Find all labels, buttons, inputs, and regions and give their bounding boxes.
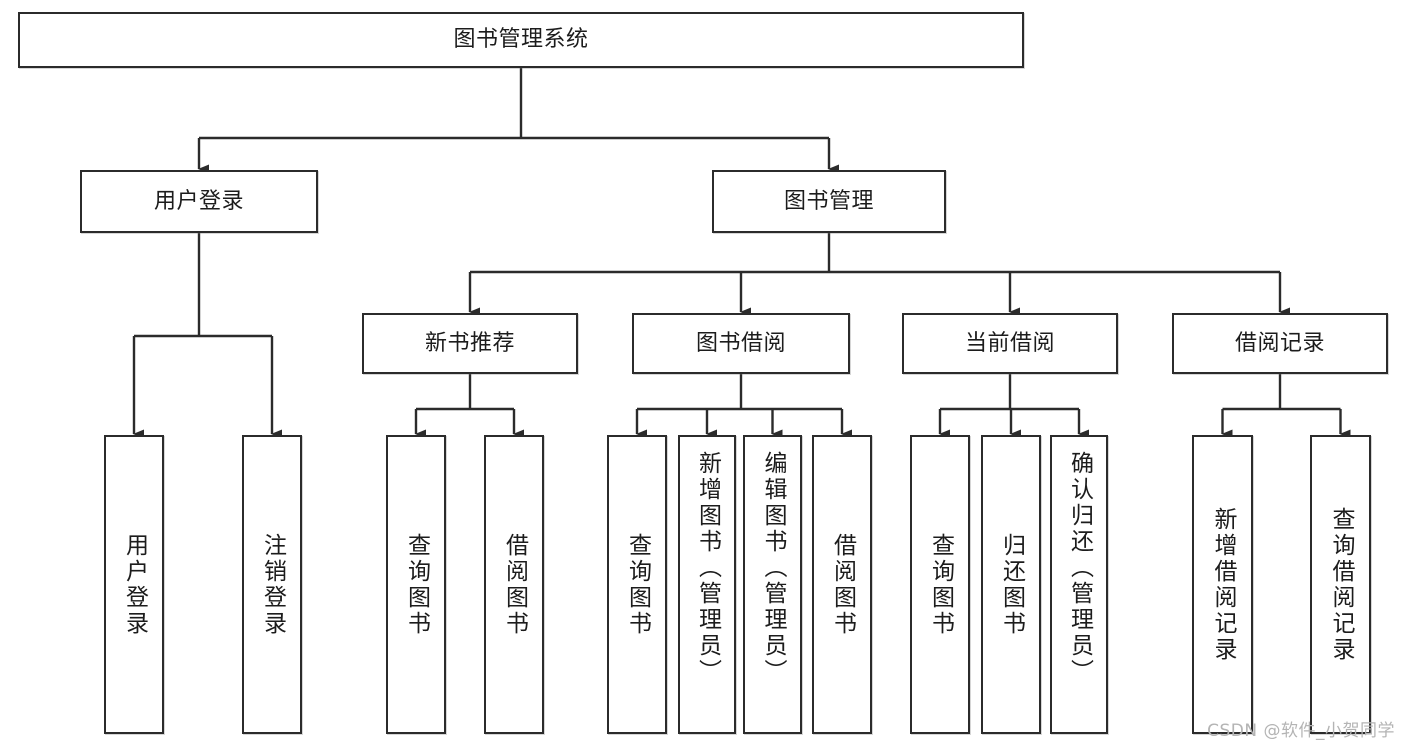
node-label: 新书推荐 — [424, 330, 515, 356]
node-leaf-return-book[interactable]: 归还图书 — [981, 435, 1041, 734]
node-label: 用户登录 — [121, 532, 148, 637]
node-leaf-add-book[interactable]: 新增图书（管理员） — [678, 435, 736, 734]
csdn-watermark: CSDN @软件_小贺同学 — [1207, 721, 1395, 741]
node-leaf-edit-book[interactable]: 编辑图书（管理员） — [743, 435, 802, 734]
node-leaf-query-book-3[interactable]: 查询图书 — [910, 435, 970, 734]
node-current[interactable]: 当前借阅 — [902, 313, 1118, 374]
node-label: 图书借阅 — [695, 330, 786, 356]
node-leaf-add-record[interactable]: 新增借阅记录 — [1192, 435, 1253, 734]
node-leaf-borrow-book-1[interactable]: 借阅图书 — [484, 435, 544, 734]
node-label: 查询图书 — [927, 532, 954, 637]
node-label: 借阅记录 — [1234, 330, 1325, 356]
node-leaf-borrow-book-2[interactable]: 借阅图书 — [812, 435, 872, 734]
node-leaf-query-book-1[interactable]: 查询图书 — [386, 435, 446, 734]
node-leaf-query-record[interactable]: 查询借阅记录 — [1310, 435, 1371, 734]
node-label: 归还图书 — [998, 532, 1025, 637]
node-label: 借阅图书 — [829, 532, 856, 637]
node-label: 当前借阅 — [964, 330, 1055, 356]
node-root[interactable]: 图书管理系统 — [18, 12, 1024, 68]
node-label: 图书管理系统 — [453, 27, 589, 53]
node-leaf-confirm-return[interactable]: 确认归还（管理员） — [1050, 435, 1108, 734]
node-label: 新增图书（管理员） — [694, 451, 721, 685]
node-records[interactable]: 借阅记录 — [1172, 313, 1388, 374]
node-newbook[interactable]: 新书推荐 — [362, 313, 578, 374]
node-label: 新增借阅记录 — [1210, 506, 1236, 663]
node-bookmgmt[interactable]: 图书管理 — [712, 170, 946, 233]
node-leaf-user-logout[interactable]: 注销登录 — [242, 435, 302, 734]
node-label: 查询借阅记录 — [1328, 506, 1354, 663]
node-label: 借阅图书 — [501, 532, 528, 637]
node-label: 图书管理 — [783, 188, 874, 214]
node-label: 确认归还（管理员） — [1066, 451, 1093, 685]
node-borrow[interactable]: 图书借阅 — [632, 313, 850, 374]
node-label: 编辑图书（管理员） — [760, 451, 786, 685]
node-label: 查询图书 — [403, 532, 430, 637]
node-login[interactable]: 用户登录 — [80, 170, 318, 233]
node-label: 用户登录 — [153, 188, 244, 214]
node-label: 查询图书 — [624, 532, 651, 637]
node-leaf-user-login[interactable]: 用户登录 — [104, 435, 164, 734]
node-label: 注销登录 — [259, 532, 286, 637]
node-leaf-query-book-2[interactable]: 查询图书 — [607, 435, 667, 734]
